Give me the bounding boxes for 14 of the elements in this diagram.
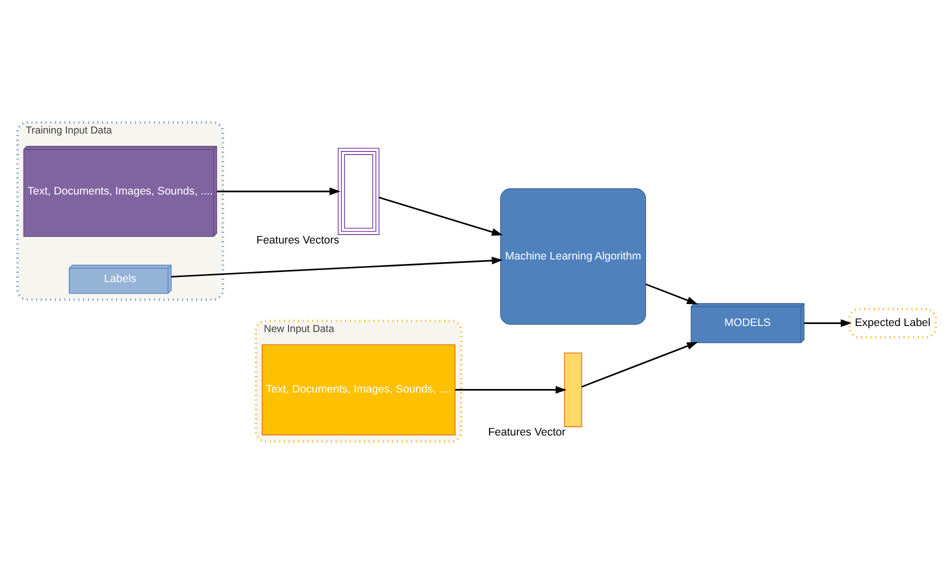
node-box: Expected Label — [848, 307, 937, 338]
node-box: Text, Documents, Images, Sounds, .... — [262, 344, 456, 435]
arrow — [216, 187, 341, 195]
node-label: Features Vector — [488, 426, 566, 438]
arrow — [455, 385, 567, 394]
arrow — [804, 318, 852, 327]
arrow — [378, 196, 503, 236]
node-box — [564, 352, 582, 427]
node-label: Features Vectors — [256, 234, 340, 246]
arrow — [645, 282, 698, 304]
arrow — [581, 342, 698, 388]
arrow — [171, 256, 503, 277]
node-box — [338, 147, 380, 234]
node-box: Machine Learning Algorithm — [500, 188, 646, 324]
